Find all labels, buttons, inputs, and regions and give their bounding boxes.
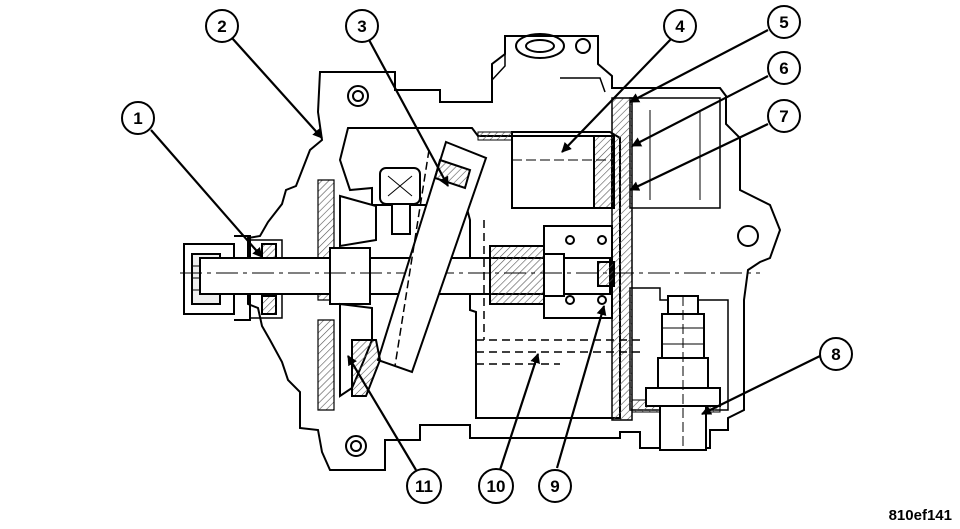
leader-3 xyxy=(367,37,449,187)
figure-id: 810ef141 xyxy=(889,507,952,524)
lug-plate xyxy=(339,194,382,398)
callout-9: 9 xyxy=(538,469,572,503)
leader-2 xyxy=(231,37,323,139)
callout-8: 8 xyxy=(819,337,853,371)
internal-passages xyxy=(476,220,640,365)
leader-lines xyxy=(150,29,821,471)
leader-5 xyxy=(629,29,769,103)
callout-2-label: 2 xyxy=(217,17,226,36)
piston-assembly xyxy=(379,135,615,235)
callout-10: 10 xyxy=(478,468,514,504)
leader-8 xyxy=(701,355,821,415)
callout-5-label: 5 xyxy=(779,13,788,32)
callout-1-label: 1 xyxy=(133,109,142,128)
leader-1 xyxy=(150,129,263,258)
callout-4: 4 xyxy=(663,9,697,43)
callout-3: 3 xyxy=(345,9,379,43)
leader-4 xyxy=(561,37,673,153)
rear-bearing-area xyxy=(543,225,615,319)
swash-plate-assembly xyxy=(376,140,488,374)
leader-10 xyxy=(498,353,540,471)
callout-9-label: 9 xyxy=(550,477,559,496)
callout-10-label: 10 xyxy=(487,477,506,496)
leader-6 xyxy=(631,75,769,147)
callout-7-label: 7 xyxy=(779,107,788,126)
callout-8-label: 8 xyxy=(831,345,840,364)
callout-7: 7 xyxy=(767,99,801,133)
callout-11: 11 xyxy=(406,468,442,504)
callout-3-label: 3 xyxy=(357,17,366,36)
callout-11-label: 11 xyxy=(415,477,433,496)
control-valve xyxy=(645,295,721,451)
callout-5: 5 xyxy=(767,5,801,39)
callout-6-label: 6 xyxy=(779,59,788,78)
leader-7 xyxy=(629,123,769,191)
callout-1: 1 xyxy=(121,101,155,135)
callout-2: 2 xyxy=(205,9,239,43)
leader-9 xyxy=(555,305,607,469)
callout-6: 6 xyxy=(767,51,801,85)
leader-11 xyxy=(347,355,417,471)
callout-4-label: 4 xyxy=(675,17,685,36)
